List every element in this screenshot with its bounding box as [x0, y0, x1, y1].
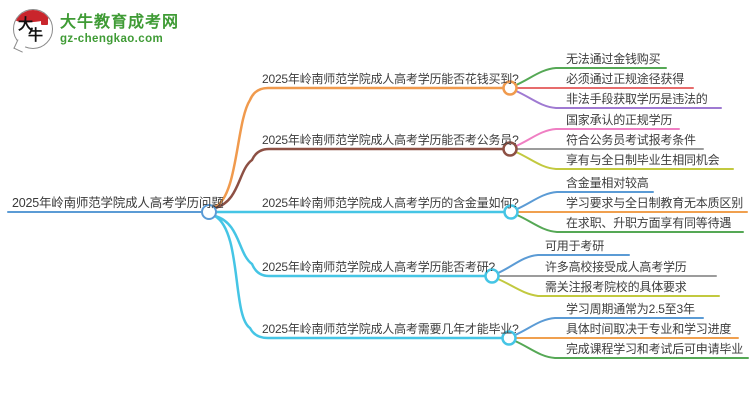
leaf-label-4-2: 许多高校接受成人高考学历	[545, 260, 687, 274]
branch-node-circle-2	[502, 141, 518, 157]
brand-logo: 大 牛 大牛教育成考网 gz-chengkao.com	[13, 9, 179, 53]
branch-line-4	[213, 214, 487, 278]
root-node-circle	[201, 204, 217, 220]
leaf-line-2-1	[515, 128, 680, 147]
branch-node-circle-3	[503, 204, 519, 220]
leaf-line-5-1	[514, 317, 704, 336]
brand-domain: gz-chengkao.com	[60, 32, 164, 45]
logo-char-1: 大	[18, 16, 34, 33]
leaf-label-4-1: 可用于考研	[545, 239, 605, 253]
brand-name: 大牛教育成考网	[60, 13, 180, 31]
branch-label-3: 2025年岭南师范学院成人高考学历的含金量如何?	[262, 196, 519, 210]
leaf-line-1-1	[515, 67, 667, 86]
leaf-label-3-3: 在求职、升职方面享有同等待遇	[566, 216, 732, 230]
leaf-label-3-1: 含金量相对较高	[566, 176, 649, 190]
branch-line-2	[213, 147, 505, 210]
leaf-label-5-1: 学习周期通常为2.5至3年	[566, 302, 695, 316]
root-node-label: 2025年岭南师范学院成人高考学历问题	[12, 196, 224, 210]
logo-char-2: 牛	[28, 27, 44, 44]
leaf-line-3-3	[516, 214, 744, 233]
leaf-label-2-1: 国家承认的正规学历	[566, 113, 673, 127]
branch-node-circle-4	[484, 268, 500, 284]
leaf-line-2-3	[515, 151, 734, 170]
leaf-label-1-3: 非法手段获取学历是违法的	[566, 92, 708, 106]
leaf-line-4-3	[497, 278, 720, 297]
leaf-label-5-2: 具体时间取决于专业和学习进度	[566, 322, 732, 336]
branch-label-1: 2025年岭南师范学院成人高考学历能否花钱买到?	[262, 72, 519, 86]
leaf-label-3-2: 学习要求与全日制教育无本质区别	[566, 196, 744, 210]
leaf-label-5-3: 完成课程学习和考试后可申请毕业	[566, 342, 744, 356]
leaf-label-2-2: 符合公务员考试报考条件	[566, 133, 696, 147]
branch-node-circle-5	[501, 330, 517, 346]
leaf-line-5-3	[514, 340, 749, 359]
daniu-speech-bubble-icon: 大 牛	[13, 9, 53, 53]
branch-node-circle-1	[502, 80, 518, 96]
leaf-line-4-1	[497, 254, 630, 274]
leaf-label-2-3: 享有与全日制毕业生相同机会	[566, 153, 720, 167]
leaf-line-3-1	[516, 191, 654, 210]
branch-line-5	[213, 214, 504, 340]
leaf-label-4-3: 需关注报考院校的具体要求	[545, 280, 687, 294]
brand-text: 大牛教育成考网 gz-chengkao.com	[60, 13, 179, 46]
branch-label-4: 2025年岭南师范学院成人高考学历能否考研?	[262, 260, 495, 274]
branch-label-2: 2025年岭南师范学院成人高考学历能否考公务员?	[262, 133, 519, 147]
branch-label-5: 2025年岭南师范学院成人高考需要几年才能毕业?	[262, 322, 519, 336]
leaf-label-1-1: 无法通过金钱购买	[566, 52, 661, 66]
red-seal	[41, 17, 48, 25]
branch-line-1	[213, 86, 505, 209]
leaf-label-1-2: 必须通过正规途径获得	[566, 72, 685, 86]
leaf-line-1-3	[515, 90, 722, 109]
